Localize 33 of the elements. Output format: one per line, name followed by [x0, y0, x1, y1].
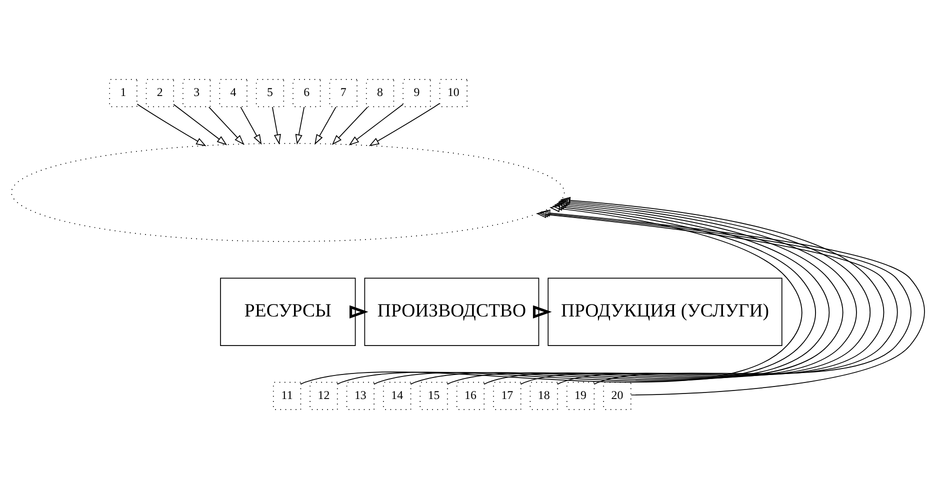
node-box: ПРОДУКЦИЯ (УСЛУГИ)	[548, 277, 782, 346]
arrow	[368, 102, 440, 146]
node-box: 18	[530, 381, 558, 410]
node-box: 20	[603, 381, 632, 410]
node-box: 13	[346, 381, 374, 410]
node-box: 6	[292, 78, 321, 107]
node-box: 16	[456, 381, 485, 410]
arrow	[295, 106, 305, 144]
node-box: 15	[420, 381, 448, 410]
node-box: 4	[219, 78, 248, 107]
arrow	[173, 103, 228, 145]
arrow	[332, 106, 368, 144]
node-box: 10	[439, 78, 468, 107]
arrow	[136, 103, 206, 146]
node-box: 8	[366, 78, 394, 107]
arrow	[272, 106, 281, 144]
node-box: 5	[256, 78, 284, 107]
arrow	[350, 304, 368, 318]
node-box: 9	[402, 78, 431, 107]
node-box: 2	[146, 78, 174, 107]
arrow	[532, 304, 552, 318]
arrow	[314, 106, 336, 144]
arrow	[208, 106, 244, 144]
node-box: 3	[182, 78, 211, 107]
arrow	[348, 103, 404, 145]
node-box: 17	[493, 381, 522, 410]
node-box: 1	[109, 78, 138, 107]
node-box: 12	[310, 381, 338, 410]
node-box: 14	[383, 381, 412, 410]
node-box: 11	[272, 381, 302, 410]
node-box: 7	[329, 78, 358, 107]
node-box: 19	[566, 381, 595, 410]
arrow	[240, 106, 262, 144]
